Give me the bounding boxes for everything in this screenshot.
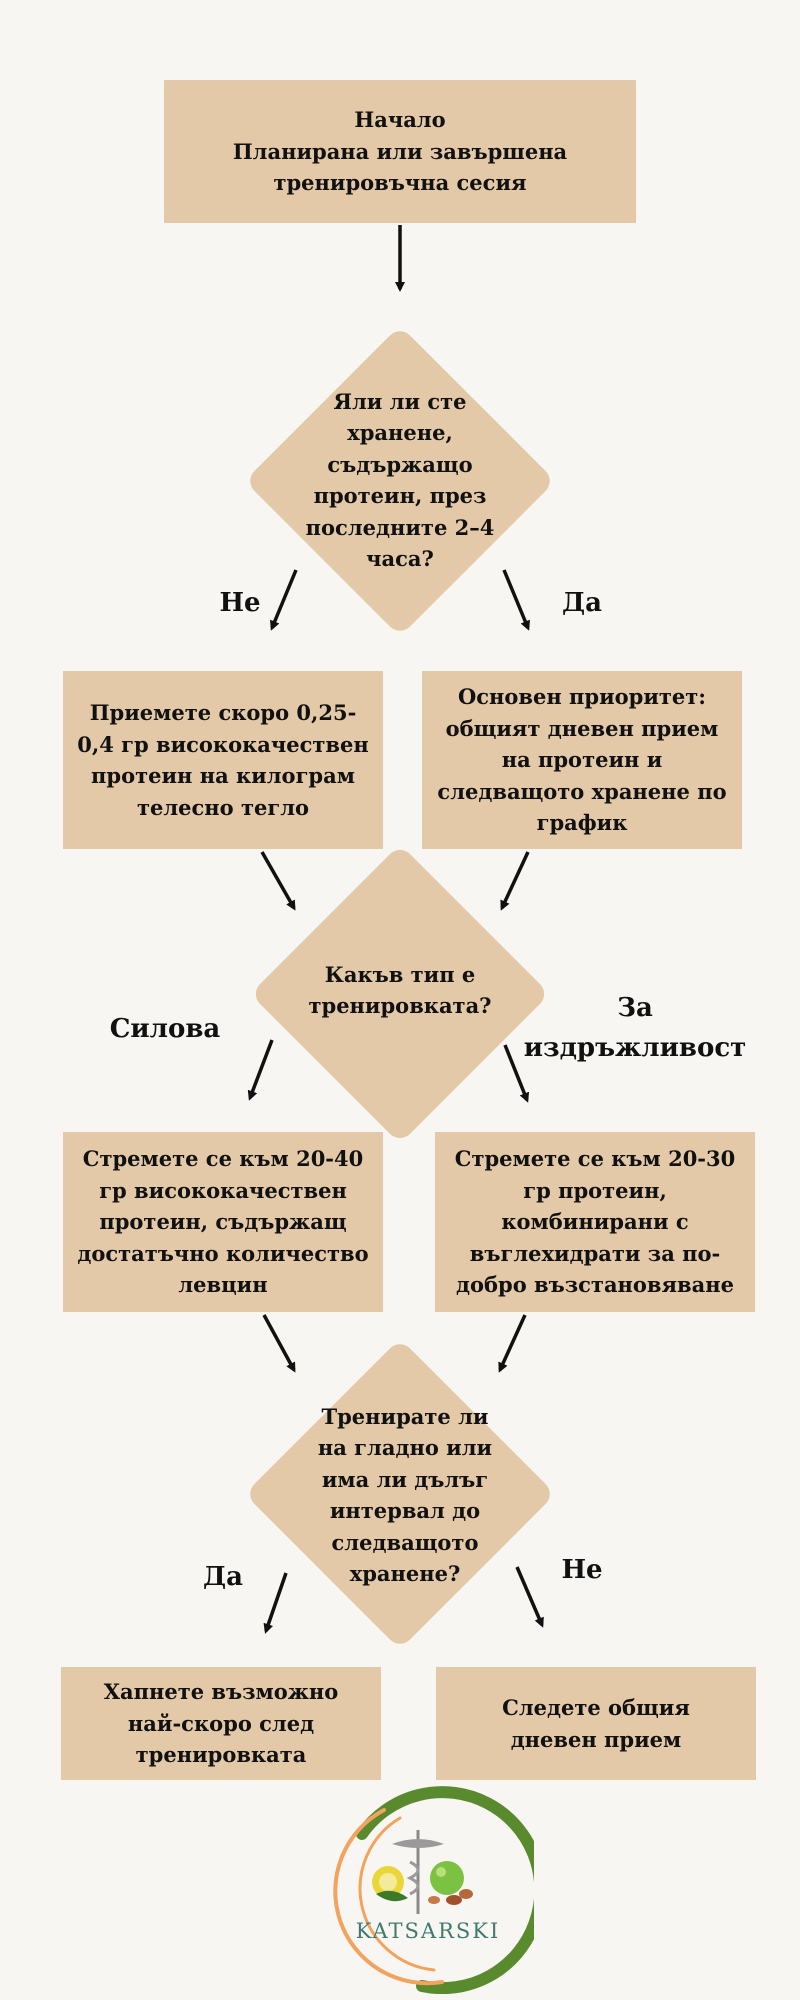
arrow-decision3-no [515,1566,544,1628]
decision1-yes-label: Да [562,588,602,618]
decision1-no-label: Не [219,588,261,618]
decision3-question: Тренирате ли на гладно или има ли дълъг … [317,1403,493,1587]
arrow-strength-to-decision3 [262,1314,296,1373]
decision1-question: Яли ли сте хранене, съдържащо протеин, п… [305,388,495,572]
arrow-decision2-strength [247,1039,274,1101]
arrow-decision1-yes [502,569,530,631]
arrow-decision1-no [270,569,298,631]
arrow-decision2-endurance [503,1044,530,1103]
box-yes-decision3: Хапнете възможно най-скоро след трениров… [61,1667,381,1780]
decision3-no-label: Не [561,1555,603,1585]
logo-brand-text: KATSARSKI [355,1919,501,1943]
start-node: Начало Планирана или завършена тренировъ… [164,80,636,223]
decision2-question: Какъв тип е тренировката? [308,961,492,1019]
logo: KATSARSKI [322,1782,547,1995]
box-strength: Стремете се към 20-40 гр висококачествен… [63,1132,383,1312]
arrow-decision3-yes [263,1572,288,1634]
box-endurance: Стремете се към 20-30 гр протеин, комбин… [435,1132,755,1312]
decision3-yes-label: Да [203,1562,243,1592]
box-no-decision3: Следете общия дневен прием [436,1667,756,1780]
logo-graphic [333,1786,547,1995]
decision2-left-label: Силова [109,1014,221,1044]
arrow-endurance-to-decision3 [498,1314,527,1373]
start-title: Начало [354,107,446,133]
arrow-no1-to-decision2 [260,851,296,911]
box-yes-decision1: Основен приоритет: общият дневен прием н… [422,671,742,849]
arrow-yes1-to-decision2 [500,851,530,911]
box-no-decision1: Приемете скоро 0,25-0,4 гр висококачеств… [63,671,383,849]
start-text: Планирана или завършена тренировъчна сес… [232,138,568,196]
decision2-right-label: За издръжливост [523,993,747,1064]
